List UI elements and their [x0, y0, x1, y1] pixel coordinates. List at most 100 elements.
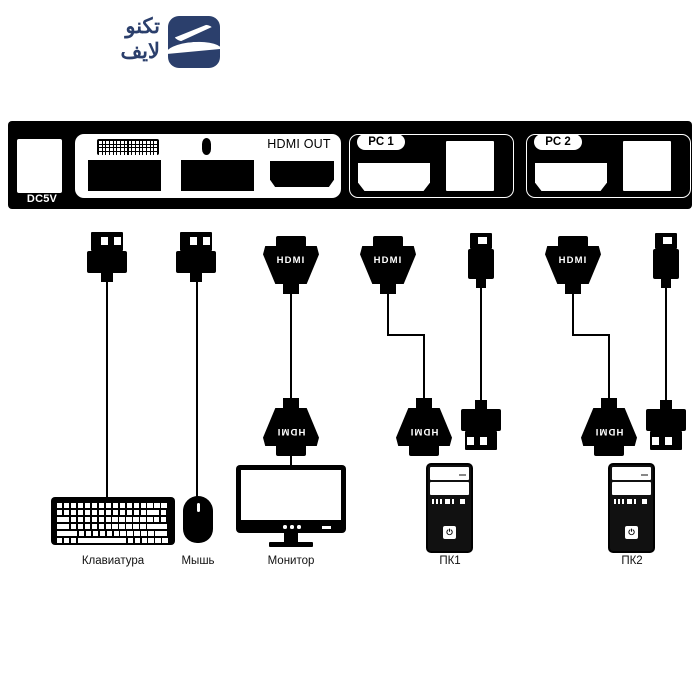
dc5v-power-port — [17, 139, 62, 193]
keyboard-device — [51, 497, 175, 545]
usb-pin — [114, 237, 121, 245]
monitor-stand-neck — [284, 533, 298, 542]
brand-header: تكنو لايف — [40, 8, 220, 68]
pc2-label: ПК2 — [621, 555, 643, 567]
monitor-device — [236, 465, 346, 547]
usb-pin — [663, 237, 672, 244]
monitor-stand-base — [269, 542, 313, 547]
usb-head — [470, 233, 492, 249]
keyboard-keys — [56, 502, 170, 543]
logo-swoosh-upper — [173, 22, 215, 43]
usb-pin — [652, 437, 659, 445]
hdmi-neck — [283, 283, 299, 294]
monitor-indicator — [283, 525, 287, 529]
usb-body — [87, 251, 127, 273]
kvm-switch-device: DC5V HDMI OUT PC 1 PC 2 — [8, 121, 692, 209]
keyboard-icon — [97, 139, 159, 155]
pc-power-button[interactable]: ⏻ — [443, 526, 456, 539]
usb-head — [91, 232, 123, 251]
monitor-cable-lower — [290, 455, 292, 467]
hdmi-out-port — [270, 161, 334, 187]
mouse-device — [183, 496, 213, 543]
monitor-power-indicator — [322, 526, 331, 529]
pc1-hdmi-connector-bottom: HDMI — [396, 398, 452, 456]
pc1-hdmi-cable-seg3 — [423, 334, 425, 402]
pc1-tag: PC 1 — [357, 134, 405, 150]
pc1-hdmi-cable-seg2 — [387, 334, 425, 336]
dc5v-label: DC5V — [26, 193, 58, 205]
pc1-hdmi-port — [358, 163, 430, 191]
usb-pin — [478, 237, 487, 244]
pc1-usb-a-connector — [461, 400, 501, 450]
hdmi-connector-label: HDMI — [409, 426, 439, 437]
pc2-usb-b-connector — [653, 233, 679, 288]
hdmi-tip — [409, 446, 439, 456]
pc2-tower-device: ⏻ — [608, 463, 655, 553]
usb-neck — [476, 279, 486, 288]
usb-head — [180, 232, 212, 251]
pc2-hdmi-cable-seg2 — [572, 334, 610, 336]
mouse-icon — [202, 138, 211, 155]
pc2-hdmi-connector-bottom: HDMI — [581, 398, 637, 456]
pc-drive-bay — [612, 467, 651, 480]
usb-body — [468, 249, 494, 279]
pc-drive-bay — [430, 467, 469, 480]
hdmi-tip — [276, 236, 306, 246]
brand-wordmark-line1: تكنو — [125, 15, 160, 38]
pc1-usb-b-connector — [468, 233, 494, 288]
pc1-tower-device: ⏻ — [426, 463, 473, 553]
monitor-cable — [290, 292, 292, 402]
hdmi-neck — [416, 398, 432, 409]
mouse-cable — [196, 280, 198, 498]
pc1-usb-port — [446, 141, 494, 191]
usb-pin — [467, 437, 474, 445]
usb-neck — [190, 273, 202, 282]
pc2-usb-cable — [665, 288, 667, 404]
brand-wordmark: تكنو لايف — [40, 14, 160, 68]
pc-front-ports — [432, 499, 468, 504]
usb-pin — [190, 237, 197, 245]
hdmi-connector-label: HDMI — [276, 255, 306, 266]
hdmi-neck — [380, 283, 396, 294]
pc2-hdmi-cable-seg1 — [572, 292, 574, 336]
hdmi-neck — [601, 398, 617, 409]
hdmi-tip — [558, 236, 588, 246]
hdmi-connector-label: HDMI — [558, 255, 588, 266]
usb-body — [461, 409, 501, 431]
usb-neck — [661, 279, 671, 288]
pc2-hdmi-cable-seg3 — [608, 334, 610, 402]
hdmi-connector-label: HDMI — [373, 255, 403, 266]
usb-pin — [665, 437, 672, 445]
hdmi-tip — [594, 446, 624, 456]
pc1-label: ПК1 — [439, 555, 461, 567]
pc-front-ports — [614, 499, 650, 504]
pc-drive-bay — [612, 482, 651, 495]
hdmi-connector-label: HDMI — [594, 426, 624, 437]
hdmi-neck — [283, 398, 299, 409]
usb-pin — [101, 237, 108, 245]
usb-pin — [480, 437, 487, 445]
monitor-label: Монитор — [267, 555, 315, 567]
pc-drive-bay — [430, 482, 469, 495]
monitor-hdmi-connector-top: HDMI — [263, 236, 319, 294]
pc-power-button[interactable]: ⏻ — [625, 526, 638, 539]
monitor-hdmi-connector-bottom: HDMI — [263, 398, 319, 456]
pc1-hdmi-connector-top: HDMI — [360, 236, 416, 294]
usb-head — [465, 431, 497, 450]
hdmi-connector-label: HDMI — [276, 426, 306, 437]
usb-body — [176, 251, 216, 273]
hdmi-out-label: HDMI OUT — [267, 137, 331, 151]
pc2-usb-port — [623, 141, 671, 191]
pc1-usb-cable — [480, 288, 482, 404]
brand-wordmark-line2: لايف — [120, 40, 160, 63]
keyboard-label: Клавиатура — [81, 555, 145, 567]
pc2-hdmi-port — [535, 163, 607, 191]
monitor-indicator — [290, 525, 294, 529]
keyboard-usb-connector — [87, 232, 127, 282]
monitor-indicator — [297, 525, 301, 529]
usb-body — [646, 409, 686, 431]
mouse-usb-port — [181, 160, 254, 191]
io-panel: HDMI OUT — [75, 134, 341, 198]
hdmi-tip — [373, 236, 403, 246]
mouse-usb-connector — [176, 232, 216, 282]
